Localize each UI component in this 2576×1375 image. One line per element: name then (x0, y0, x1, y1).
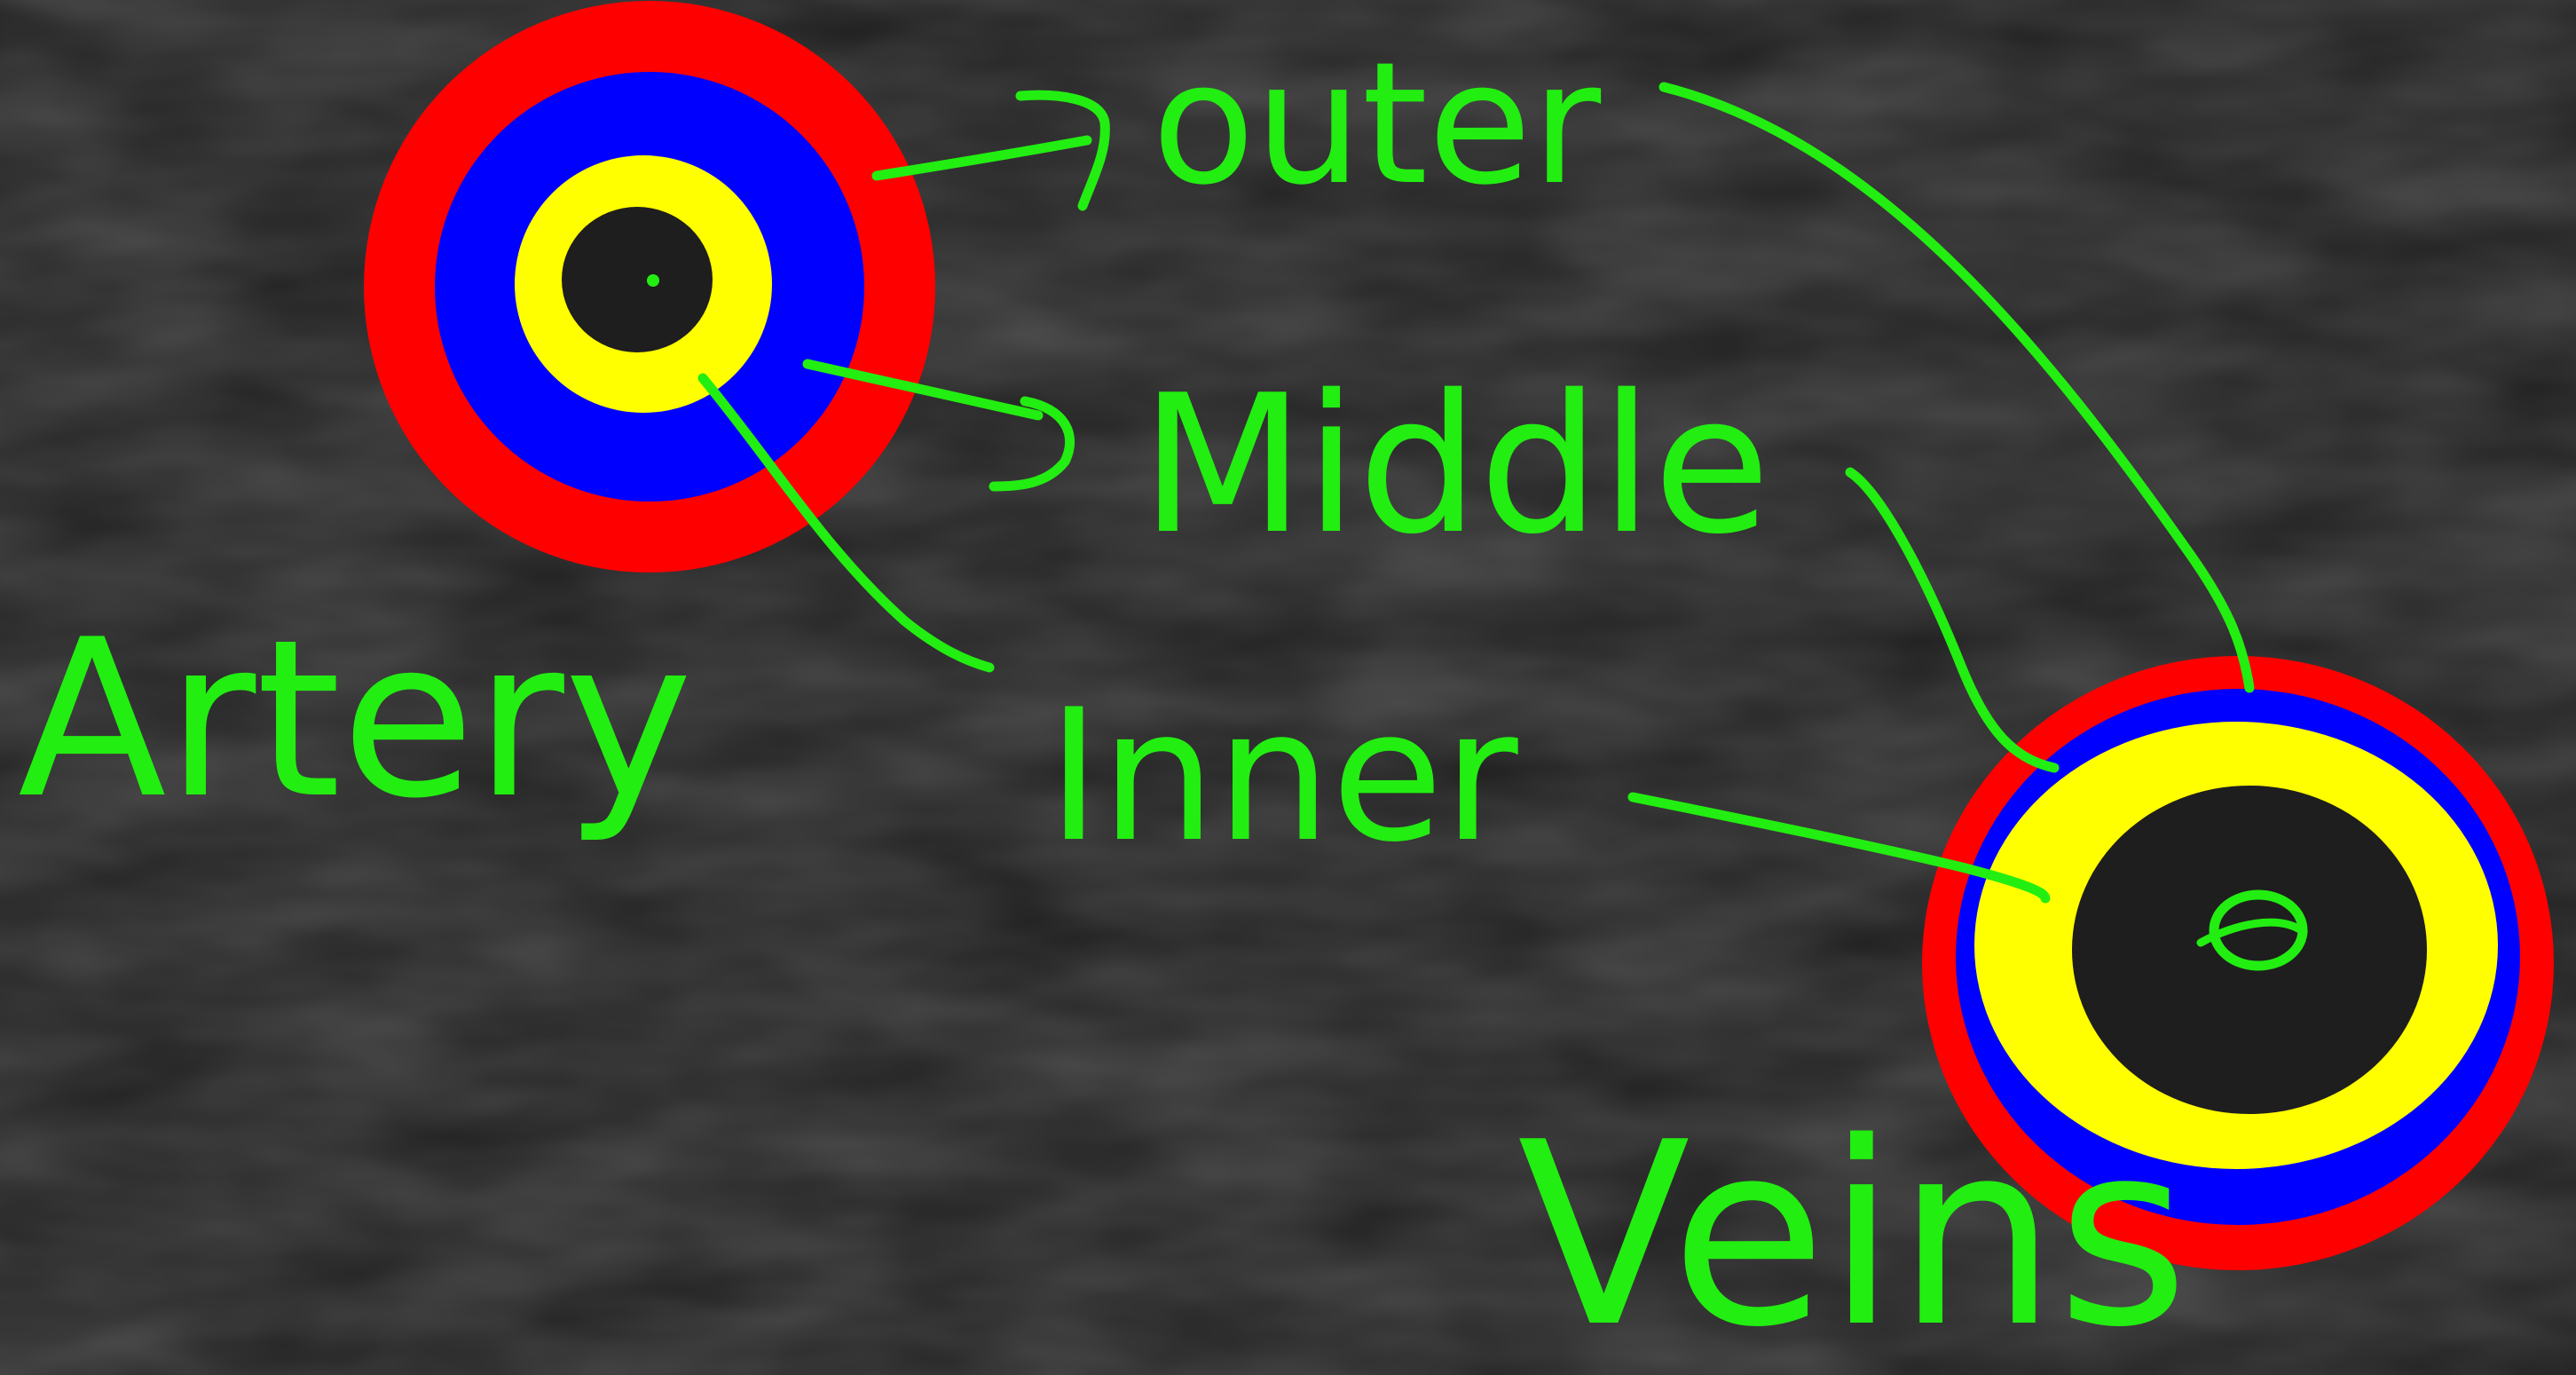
label-inner: Inner (1047, 671, 1518, 882)
artery-lumen (562, 207, 713, 352)
label-veins: Veins (1517, 1088, 2188, 1375)
label-outer: outer (1152, 26, 1602, 222)
label-artery: Artery (18, 593, 693, 846)
artery-lumen-dot (647, 274, 659, 287)
vein-lumen (2072, 786, 2427, 1114)
label-middle: Middle (1140, 353, 1770, 576)
artery-cross-section (364, 1, 935, 573)
